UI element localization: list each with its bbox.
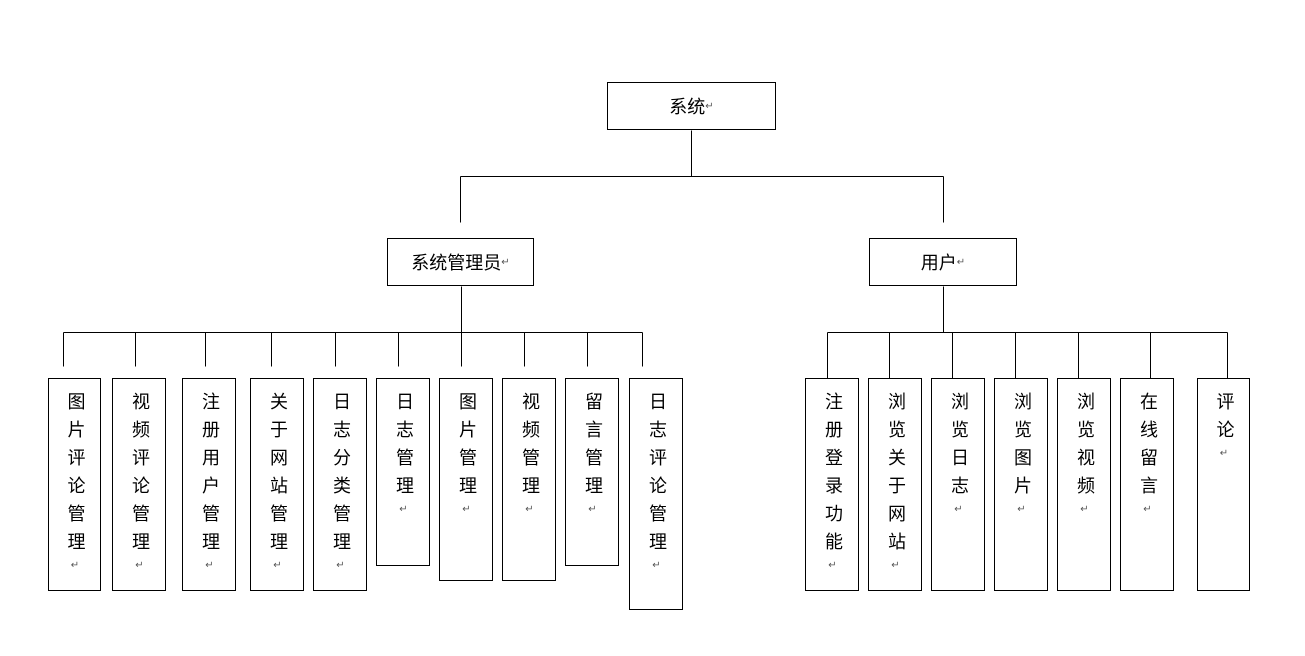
paragraph-mark: ↵ <box>956 256 966 268</box>
leaf-label: 视频评论管理 <box>129 392 150 560</box>
leaf-label: 关于网站管理 <box>267 392 288 560</box>
leaf-label: 浏览视频 <box>1074 392 1095 504</box>
leaf-admin-2: 视频评论管理↵ <box>112 378 166 591</box>
leaf-label: 注册登录功能 <box>822 392 843 560</box>
paragraph-mark: ↵ <box>1142 504 1153 525</box>
leaf-label: 在线留言 <box>1137 392 1158 504</box>
leaf-admin-8: 视频管理↵ <box>502 378 556 581</box>
leaf-label: 浏览日志 <box>948 392 969 504</box>
node-admin: 系统管理员↵ <box>387 238 534 286</box>
leaf-user-3: 浏览日志↵ <box>931 378 985 591</box>
paragraph-mark: ↵ <box>890 560 901 581</box>
leaf-label: 视频管理 <box>519 392 540 504</box>
leaf-admin-5: 日志分类管理↵ <box>313 378 367 591</box>
paragraph-mark: ↵ <box>134 560 145 581</box>
leaf-admin-1: 图片评论管理↵ <box>48 378 101 591</box>
leaf-label: 日志评论管理 <box>646 392 667 560</box>
paragraph-mark: ↵ <box>1079 504 1090 525</box>
node-admin-label: 系统管理员 <box>411 253 502 274</box>
leaf-label: 图片评论管理 <box>64 392 86 560</box>
leaf-admin-6: 日志管理↵ <box>376 378 430 566</box>
node-root: 系统↵ <box>607 82 776 130</box>
leaf-user-7: 评论↵ <box>1197 378 1250 591</box>
leaf-user-2: 浏览关于网站↵ <box>868 378 922 591</box>
leaf-label: 浏览关于网站 <box>885 392 906 560</box>
paragraph-mark: ↵ <box>398 504 409 525</box>
leaf-user-6: 在线留言↵ <box>1120 378 1174 591</box>
paragraph-mark: ↵ <box>953 504 964 525</box>
paragraph-mark: ↵ <box>651 560 662 581</box>
leaf-admin-9: 留言管理↵ <box>565 378 619 566</box>
leaf-label: 注册用户管理 <box>199 392 220 560</box>
leaf-admin-4: 关于网站管理↵ <box>250 378 304 591</box>
leaf-label: 留言管理 <box>582 392 603 504</box>
leaf-label: 日志管理 <box>393 392 414 504</box>
paragraph-mark: ↵ <box>69 560 81 581</box>
leaf-label: 图片管理 <box>456 392 477 504</box>
paragraph-mark: ↵ <box>827 560 838 581</box>
leaf-user-4: 浏览图片↵ <box>994 378 1048 591</box>
paragraph-mark: ↵ <box>1218 448 1230 469</box>
leaf-label: 评论 <box>1213 392 1235 448</box>
node-user: 用户↵ <box>869 238 1017 286</box>
paragraph-mark: ↵ <box>705 100 714 112</box>
paragraph-mark: ↵ <box>272 560 283 581</box>
leaf-user-5: 浏览视频↵ <box>1057 378 1111 591</box>
paragraph-mark: ↵ <box>587 504 598 525</box>
leaf-admin-3: 注册用户管理↵ <box>182 378 236 591</box>
paragraph-mark: ↵ <box>204 560 215 581</box>
leaf-label: 浏览图片 <box>1011 392 1032 504</box>
paragraph-mark: ↵ <box>335 560 346 581</box>
leaf-admin-10: 日志评论管理↵ <box>629 378 683 610</box>
paragraph-mark: ↵ <box>501 256 510 268</box>
paragraph-mark: ↵ <box>524 504 535 525</box>
node-user-label: 用户 <box>920 253 957 274</box>
leaf-label: 日志分类管理 <box>330 392 351 560</box>
paragraph-mark: ↵ <box>1016 504 1027 525</box>
leaf-user-1: 注册登录功能↵ <box>805 378 859 591</box>
paragraph-mark: ↵ <box>461 504 472 525</box>
leaf-admin-7: 图片管理↵ <box>439 378 493 581</box>
node-root-label: 系统 <box>669 97 706 118</box>
